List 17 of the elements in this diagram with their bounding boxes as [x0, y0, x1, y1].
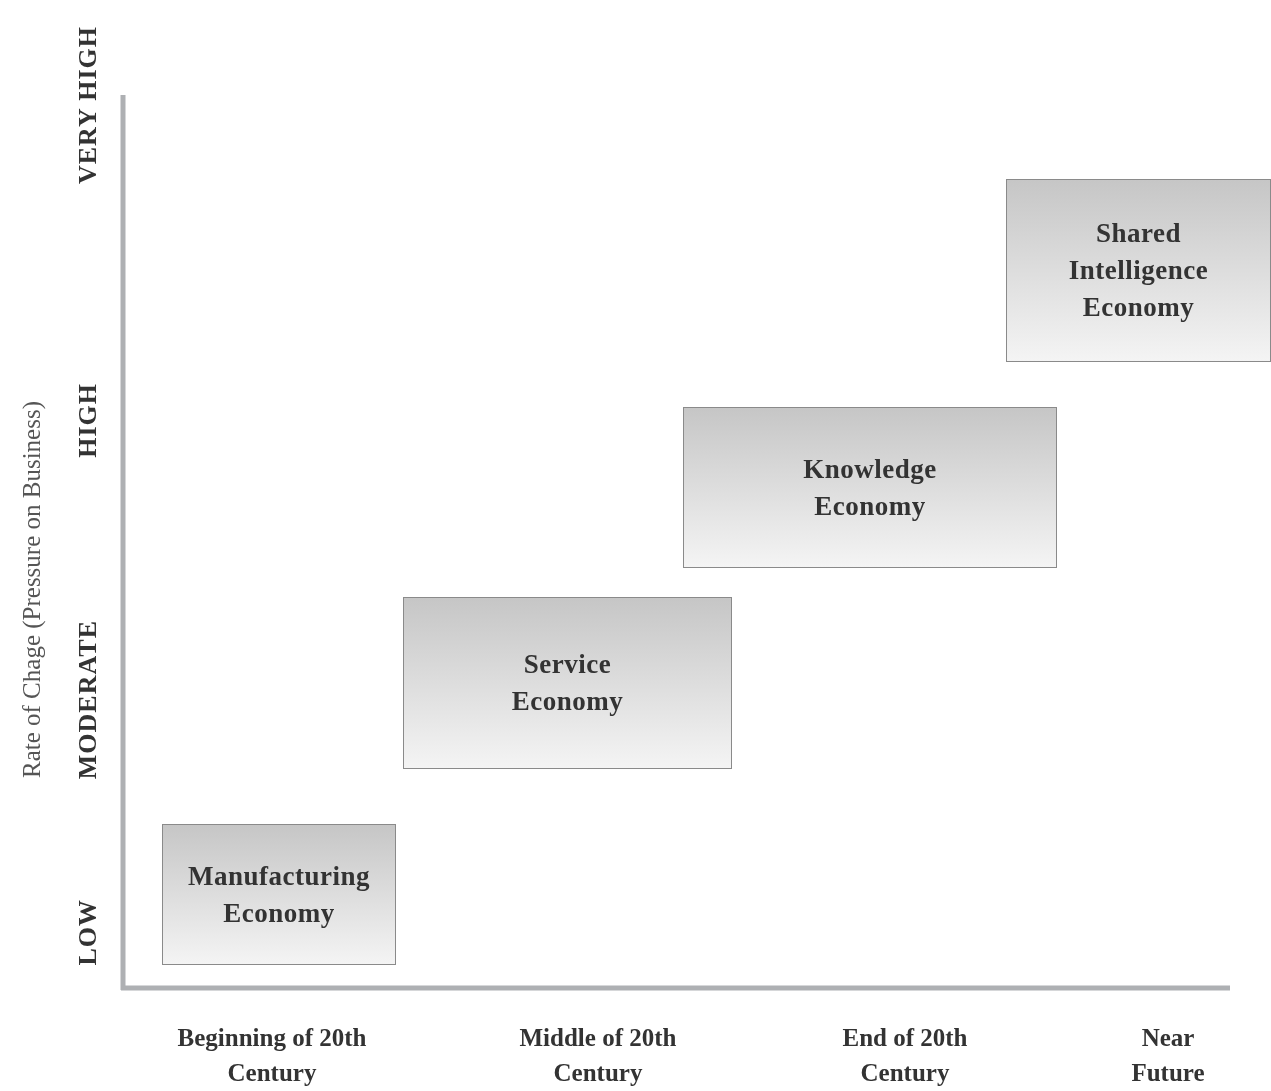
- axis-tick-label: HIGH: [73, 382, 103, 458]
- stage-label: Knowledge Economy: [802, 452, 938, 523]
- axis-tick-label: MODERATE: [73, 620, 103, 780]
- stage-box: [683, 407, 1057, 568]
- axis-tick-label: Beginning of 20th Century: [176, 1023, 368, 1088]
- axis-tick-label: End of 20th Century: [841, 1023, 969, 1088]
- axis-tick-label: LOW: [73, 898, 103, 966]
- axis-tick-label: Middle of 20th Century: [518, 1023, 678, 1088]
- axis-tick-label: Near Future: [1130, 1023, 1206, 1088]
- axis-title: Rate of Chage (Pressure on Business): [18, 401, 46, 779]
- axis-tick-label: VERY HIGH: [73, 25, 103, 185]
- stage-label: Manufacturing Economy: [187, 859, 371, 930]
- stage-label: Shared Intelligence Economy: [1067, 217, 1210, 324]
- stage-box: [403, 597, 732, 769]
- stage-box: [1006, 179, 1271, 362]
- stage-label: Service Economy: [510, 648, 625, 718]
- stage-box: [162, 824, 396, 965]
